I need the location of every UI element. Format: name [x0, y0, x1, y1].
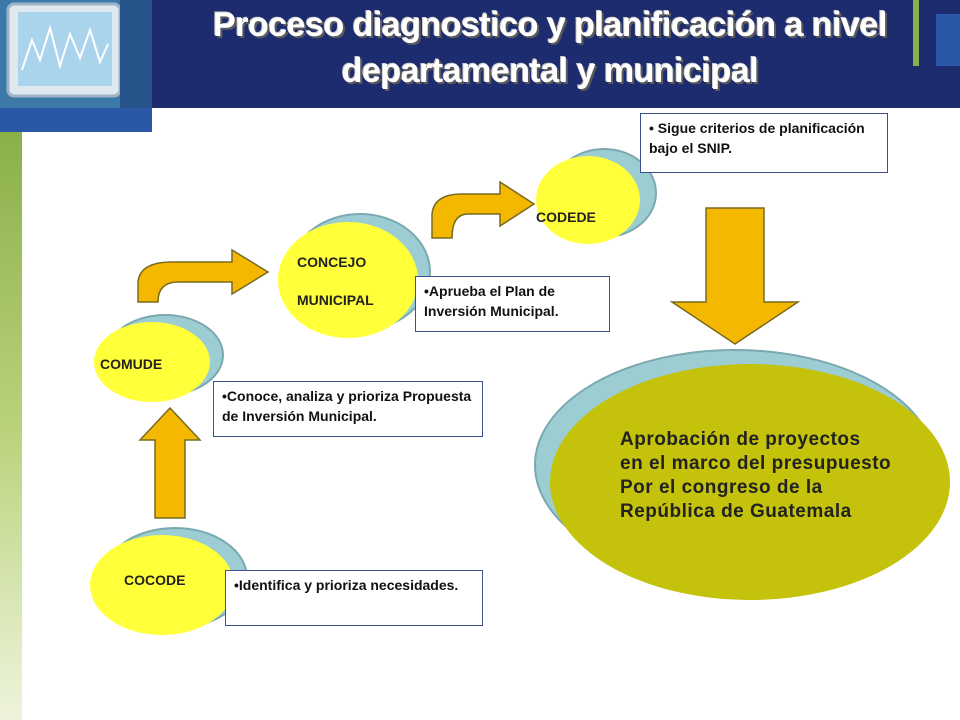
codede-label: CODEDE — [536, 209, 596, 225]
final-text: Aprobación de proyectos en el marco del … — [620, 428, 950, 524]
final-line-3: Por el congreso de la — [620, 477, 823, 498]
concejo-description: •Aprueba el Plan de Inversión Municipal. — [415, 276, 610, 332]
final-node — [534, 349, 950, 600]
slide-title: Proceso diagnostico y planificación a ni… — [213, 6, 887, 90]
cocode-label: COCODE — [124, 572, 186, 588]
header-tab — [0, 108, 152, 132]
codede-node — [536, 148, 657, 244]
monitor-icon — [0, 0, 152, 108]
top-right-block — [936, 14, 960, 66]
left-stripe — [0, 132, 22, 720]
cocode-node — [90, 527, 248, 635]
accent-line — [913, 0, 919, 66]
cocode-description: •Identifica y prioriza necesidades. — [225, 570, 483, 626]
concejo-label-line2: MUNICIPAL — [297, 292, 374, 308]
final-line-2: en el marco del presupuesto — [620, 453, 892, 474]
codede-description: • Sigue criterios de planificación bajo … — [640, 113, 888, 173]
concejo-node — [278, 213, 431, 338]
final-line-4: República de Guatemala — [620, 501, 852, 522]
comude-label: COMUDE — [100, 356, 163, 372]
comude-node — [94, 314, 224, 402]
header-bar — [0, 0, 960, 108]
arrow-codede-to-final — [669, 207, 801, 345]
arrow-comude-to-concejo — [137, 248, 270, 303]
arrow-cocode-to-comude — [138, 406, 202, 519]
final-line-1: Aprobación de proyectos — [620, 429, 861, 450]
arrow-concejo-to-codede — [431, 180, 536, 239]
comude-description: •Conoce, analiza y prioriza Propuesta de… — [213, 381, 483, 437]
concejo-label-line1: CONCEJO — [297, 254, 367, 270]
